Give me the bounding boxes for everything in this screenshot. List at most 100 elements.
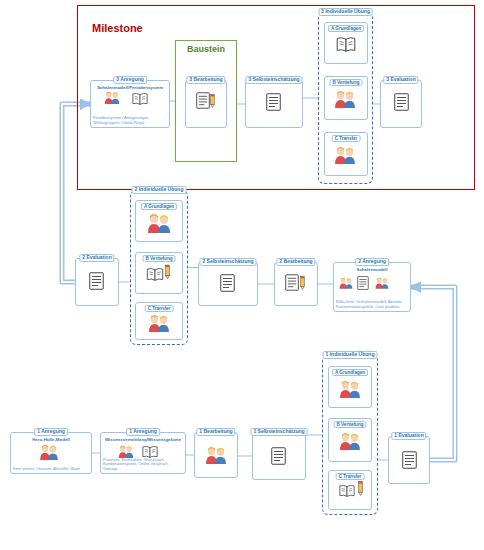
step-box: 3 Selbsteinschätzung [245,80,303,128]
step-header: 3 Individuelle Übung [318,8,373,16]
connector-line [306,435,322,436]
milestone-frame: Milestone 3 AnregungSchalenmodell/Periode… [77,5,475,190]
exercise-box: A Grundlagen [324,22,368,64]
connector-line [318,284,333,285]
people-icon [335,91,355,108]
connector-line [238,456,252,457]
step-box: 2 Selbsteinschätzung [198,262,258,306]
document-icon [395,94,409,111]
step-header: 3 Evaluation [383,76,418,84]
pencil-icon [359,482,363,496]
connector-path [318,284,333,285]
step-header: 1 Selbsteinschätzung [250,428,307,436]
connector-line [258,284,274,285]
connector-line [303,98,318,99]
exercise-group: 3 Individuelle ÜbungA GrundlagenB Vertie… [318,12,373,184]
people-icon [340,381,360,398]
step-detail: Bildschirm, Verhaltensmodell, Aktivität,… [336,300,408,309]
exercise-box: C Transfer [328,470,372,510]
exercise-header: C Transfer [336,473,365,480]
exercise-box: B Vertiefung [324,76,368,120]
step-detail: Prozesse, Kennzahlen, Wissensart, Kombin… [103,458,183,471]
connector-line [186,455,194,456]
exercise-box: A Grundlagen [328,366,372,408]
step-box: 3 Evaluation [380,80,422,128]
connector-path [119,282,130,283]
step-header: 1 Individuelle Übung [323,351,378,359]
connector-line [119,282,130,283]
step-title: Schalenmodell [336,267,408,272]
exercise-box: A Grundlagen [135,200,183,242]
step-title: Wissensvermittlung/Wissensgebiete [103,437,183,442]
step-header: 2 Individuelle Übung [132,186,187,194]
people-icon [376,278,389,289]
step-detail: Kern vereint, Visionen, Alterhilfe, Wave [13,467,89,471]
people-icon [206,447,226,464]
connector-line [237,104,245,105]
pencil-icon [211,95,215,108]
book-icon [133,93,147,104]
connector-path [186,455,194,456]
step-box: 1 Bearbeitung [194,432,238,478]
document-icon [272,448,286,465]
step-header: 2 Bearbeitung [276,258,315,266]
book-icon [337,38,355,51]
module-frame: Baustein 3 Bearbeitung [175,40,237,162]
connector-path [306,435,322,436]
document-icon [221,275,235,292]
connector-path [238,456,252,457]
step-title: Schalenmodell/Periodensystem [93,85,167,90]
step-header: 2 Anregung [355,258,389,266]
exercise-header: B Vertiefung [142,255,175,262]
exercise-box: B Vertiefung [135,252,183,294]
step-box: 1 AnregungWissensvermittlung/Wissensgebi… [100,432,186,474]
connector-line [378,460,388,461]
document-icon [358,277,369,290]
step-title: Hero-Hülle-Modell [13,437,89,442]
step-header: 2 Selbsteinschätzung [199,258,256,266]
step-header: 1 Bearbeitung [196,428,235,436]
connector-path [373,104,380,105]
connector-line [373,104,380,105]
step-box: 2 Evaluation [75,258,119,306]
document-icon [403,452,417,469]
step-header: 1 Anregung [34,428,68,436]
step-box: 3 AnregungSchalenmodell/PeriodensystemPe… [90,80,170,128]
people-icon [40,445,58,460]
step-header: 1 Anregung [126,428,160,436]
exercise-group: 2 Individuelle ÜbungA GrundlagenB Vertie… [130,190,188,345]
people-icon [335,147,355,164]
book-icon [143,446,157,457]
people-icon [105,92,119,104]
connector-path [303,98,318,99]
step-header: 1 Evaluation [391,432,426,440]
document-icon [197,93,210,108]
exercise-box: B Vertiefung [328,418,372,462]
pencil-icon [301,277,305,290]
step-header: 2 Evaluation [79,254,114,262]
exercise-header: B Vertiefung [329,79,362,86]
milestone-label: Milestone [92,22,143,35]
step-detail: Periodensystem / Anlagerungen, Wellengru… [93,116,167,125]
step-header: 3 Selbsteinschätzung [245,76,302,84]
book-icon [340,485,354,496]
people-icon [149,315,169,332]
exercise-header: A Grundlagen [141,203,177,210]
exercise-header: B Vertiefung [333,421,366,428]
document-icon [267,94,281,111]
connector-line [92,453,100,454]
step-box: 1 Evaluation [388,436,430,484]
people-icon [340,278,353,289]
step-header: 3 Bearbeitung [186,76,225,84]
exercise-box: C Transfer [135,302,183,340]
connector-path [378,460,388,461]
exercise-box: C Transfer [324,132,368,176]
people-icon [340,433,360,450]
exercise-header: C Transfer [145,305,174,312]
exercise-header: C Transfer [332,135,361,142]
module-label: Baustein [176,44,236,54]
connector-path [92,453,100,454]
exercise-header: A Grundlagen [332,369,368,376]
